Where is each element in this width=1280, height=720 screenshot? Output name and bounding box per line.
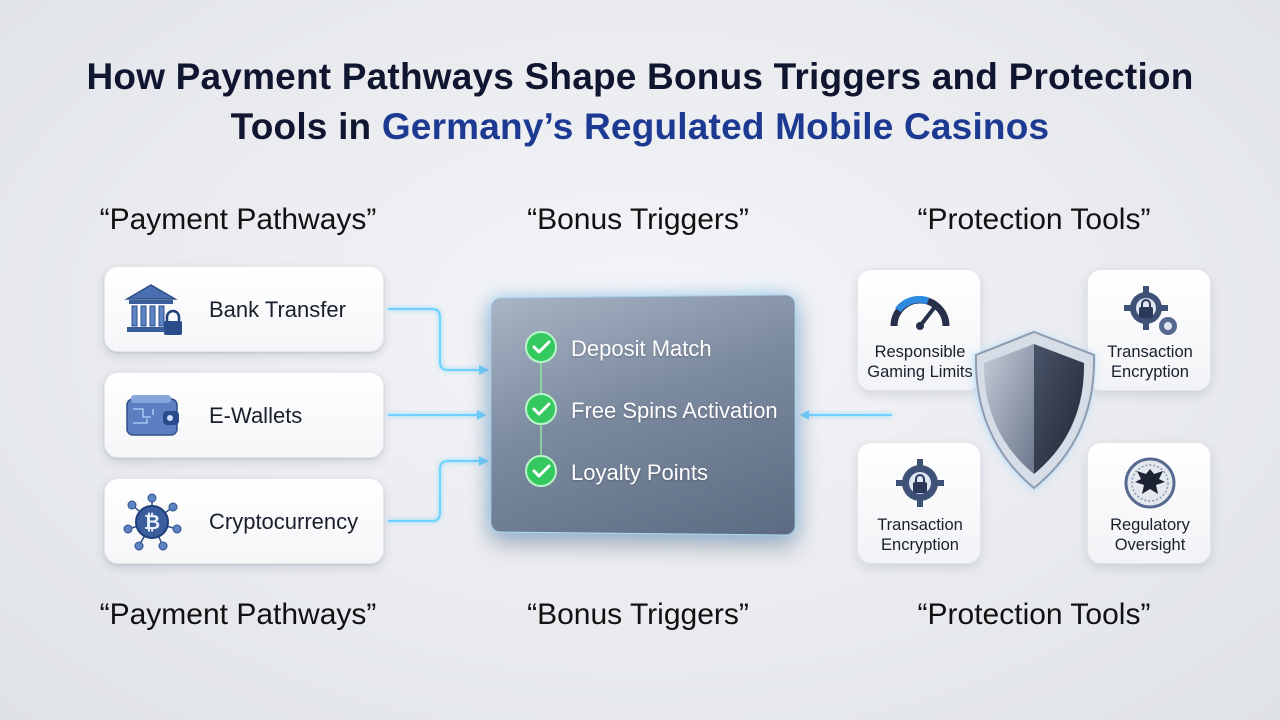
bonus-heading-top: “Bonus Triggers” <box>527 203 749 236</box>
payment-card-bank-transfer[interactable]: Bank Transfer <box>104 266 384 352</box>
protection-card-responsible-gaming[interactable]: Responsible Gaming Limits <box>857 269 981 391</box>
protection-label-line1: Transaction <box>1107 343 1193 361</box>
bonus-label: Deposit Match <box>571 336 712 361</box>
protection-label-line1: Responsible <box>874 343 966 361</box>
gear-lock-icon <box>896 459 944 507</box>
bonus-label: Free Spins Activation <box>571 398 778 423</box>
eagle-seal-icon <box>1124 457 1176 509</box>
payment-label: E-Wallets <box>209 403 303 428</box>
protection-heading-bottom: “Protection Tools” <box>917 598 1151 631</box>
wallet-icon <box>126 395 179 436</box>
protection-label-line2: Encryption <box>1111 363 1189 381</box>
title-line-2: Tools in Germany’s Regulated Mobile Casi… <box>0 102 1280 152</box>
bonus-label: Loyalty Points <box>571 460 708 485</box>
payment-card-e-wallets[interactable]: E-Wallets <box>104 372 384 458</box>
connector-bank <box>388 308 488 371</box>
title-line-2-accent: Germany’s Regulated Mobile Casinos <box>381 106 1050 147</box>
svg-text:₿: ₿ <box>144 510 160 534</box>
bitcoin-network-icon: ₿ <box>123 493 182 551</box>
protection-heading-top: “Protection Tools” <box>917 203 1151 236</box>
title-line-2-plain: Tools in <box>230 106 382 147</box>
protection-label-line2: Encryption <box>881 536 959 554</box>
payment-label: Cryptocurrency <box>209 509 359 534</box>
protection-card-transaction-encryption-bottom[interactable]: Transaction Encryption <box>857 442 981 564</box>
protection-label-line1: Transaction <box>877 516 963 534</box>
page-title: How Payment Pathways Shape Bonus Trigger… <box>0 52 1280 152</box>
payment-card-cryptocurrency[interactable]: ₿ Cryptocurrency <box>104 478 384 564</box>
protection-label-line2: Gaming Limits <box>867 363 973 381</box>
payment-heading-bottom: “Payment Pathways” <box>99 598 377 631</box>
payment-label: Bank Transfer <box>209 297 346 322</box>
gear-lock-icon <box>1124 286 1177 335</box>
protection-label-line1: Regulatory <box>1110 516 1190 534</box>
protection-card-transaction-encryption-top[interactable]: Transaction Encryption <box>1087 269 1211 391</box>
protection-label-line2: Oversight <box>1114 536 1186 554</box>
title-line-1: How Payment Pathways Shape Bonus Trigger… <box>86 56 1194 97</box>
check-circle-icon <box>525 455 557 487</box>
payment-heading-top: “Payment Pathways” <box>99 203 377 236</box>
bonus-heading-bottom: “Bonus Triggers” <box>527 598 749 631</box>
bank-lock-icon <box>124 284 182 335</box>
check-circle-icon <box>525 331 557 363</box>
gauge-icon <box>890 295 950 330</box>
protection-card-regulatory-oversight[interactable]: Regulatory Oversight <box>1087 442 1211 564</box>
check-circle-icon <box>525 393 557 425</box>
connector-crypto <box>388 460 488 522</box>
